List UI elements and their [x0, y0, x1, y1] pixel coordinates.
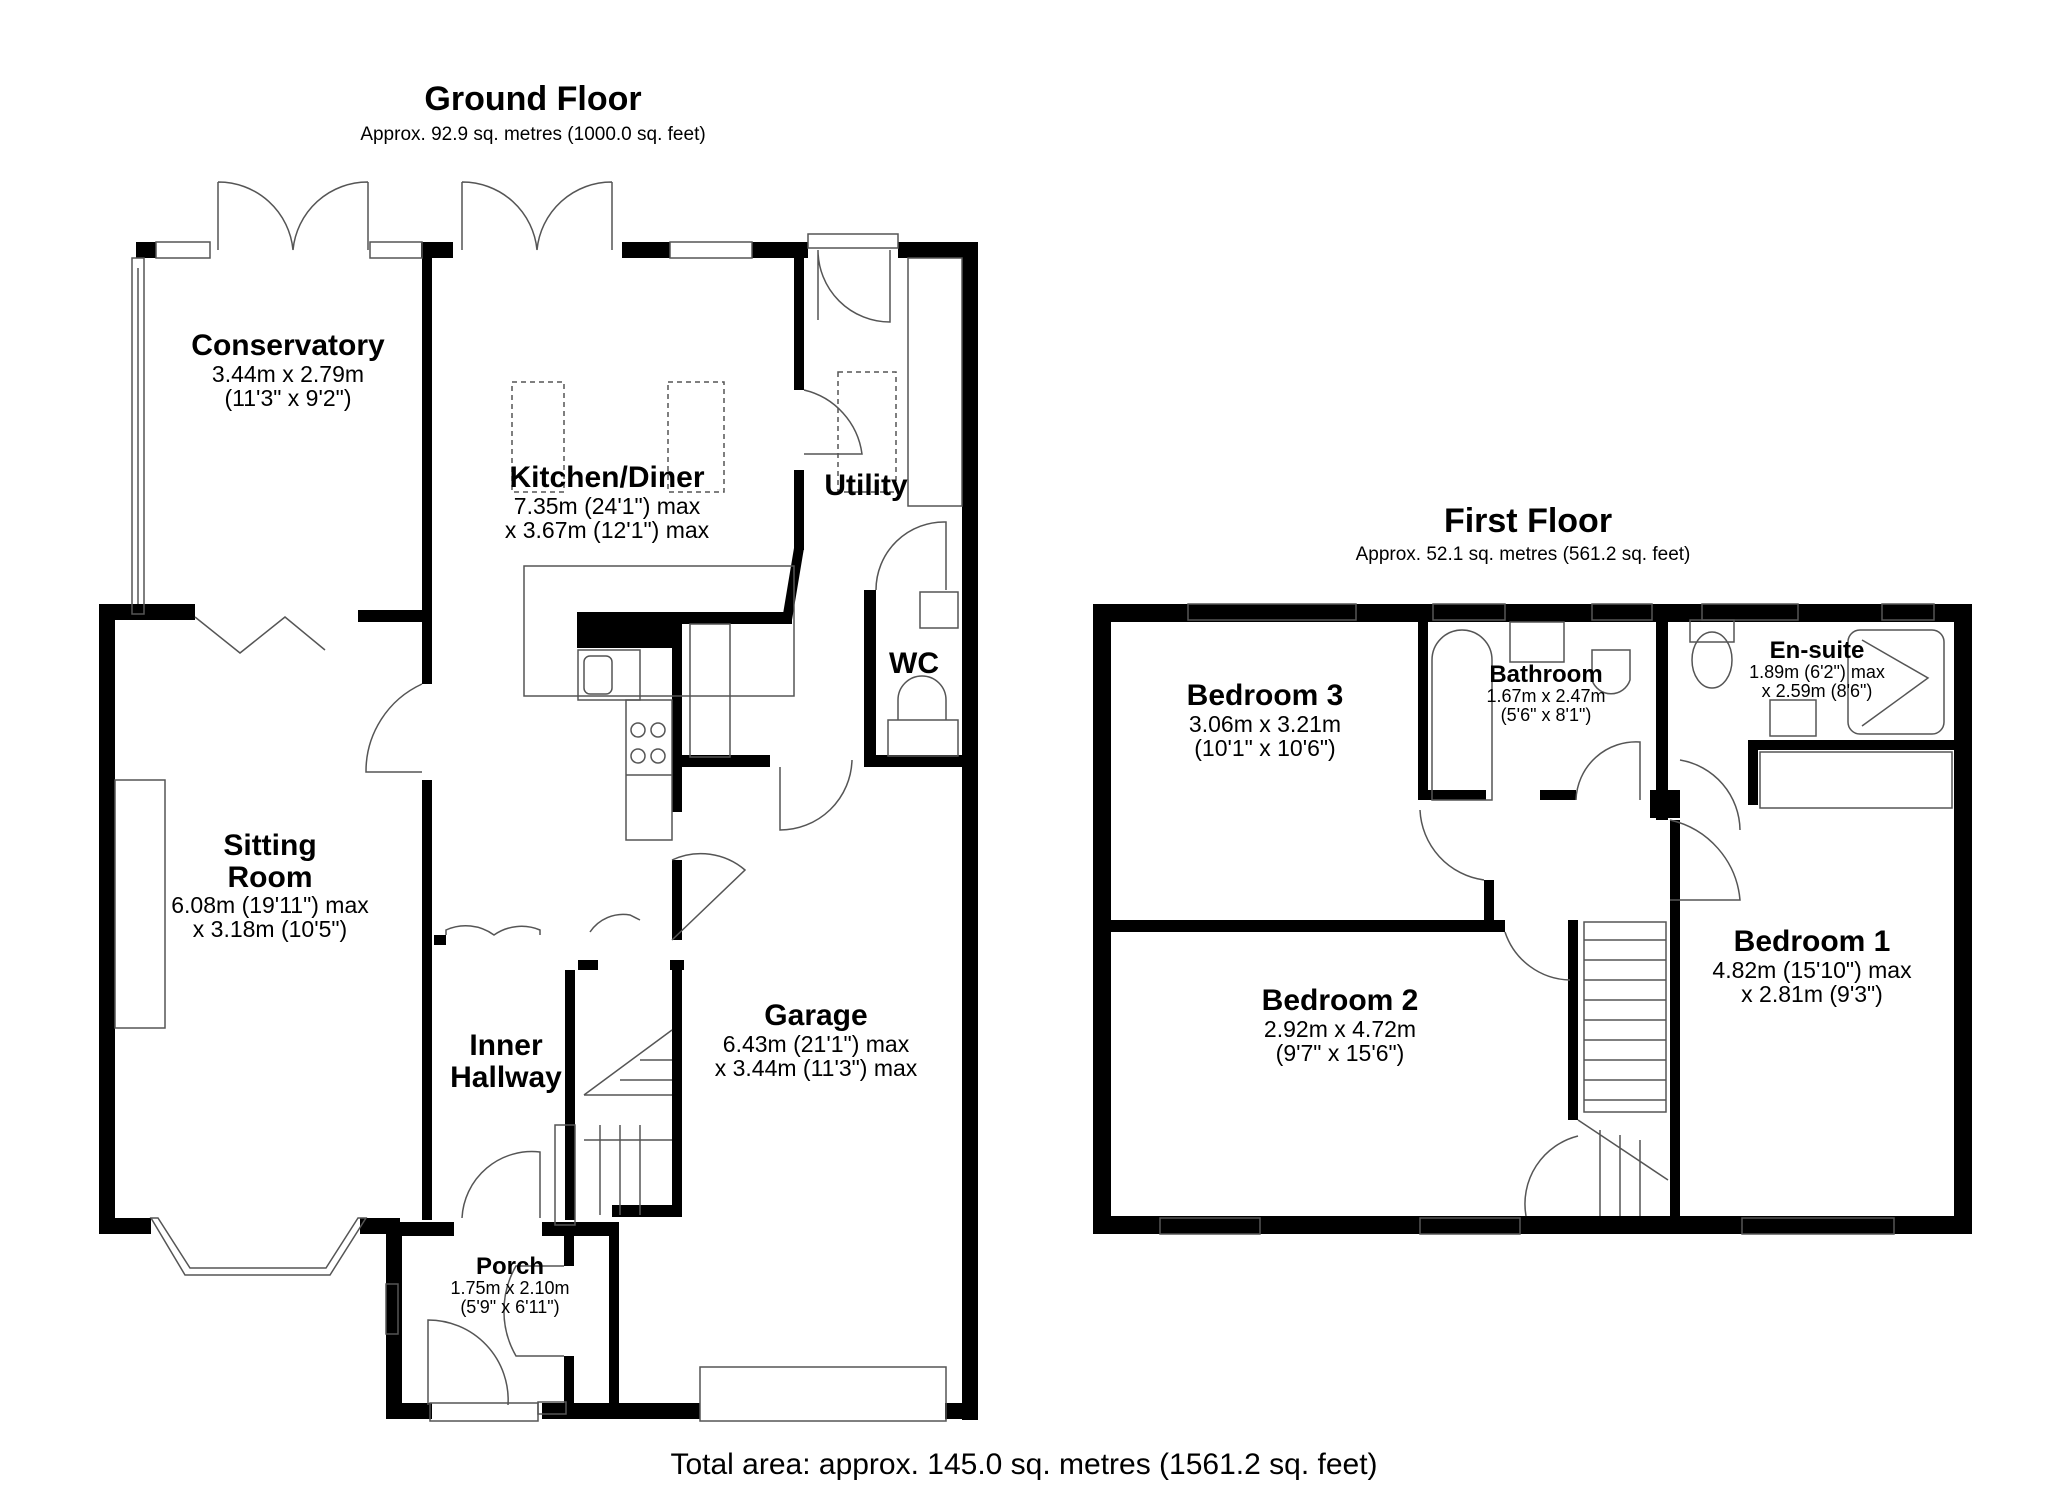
room-dimension-line1: 6.08m (19'11") max — [171, 892, 369, 918]
room-dimension-line1: 7.35m (24'1") max — [513, 492, 701, 519]
ground-floor-fixtures — [114, 181, 963, 1422]
room-bathroom: Bathroom 1.67m x 2.47m (5'6" x 8'1") — [1486, 662, 1605, 725]
room-inner-hallway: Inner Hallway — [450, 1030, 562, 1093]
room-dimension-line2: x 3.18m (10'5") — [192, 916, 348, 943]
room-bedroom-3: Bedroom 3 3.06m x 3.21m (10'1" x 10'6") — [1187, 680, 1344, 760]
room-name: WC — [889, 647, 939, 680]
room-en-suite: En-suite 1.89m (6'2") max x 2.59m (8'6") — [1749, 638, 1885, 701]
room-bedroom-2: Bedroom 2 2.92m x 4.72m (9'7" x 15'6") — [1262, 985, 1419, 1065]
room-dimension-metric: 3.44m x 2.79m — [211, 360, 365, 387]
room-dimension-line2: x 3.44m (11'3") max — [714, 1054, 918, 1081]
room-kitchen-diner: Kitchen/Diner 7.35m (24'1") max x 3.67m … — [505, 462, 709, 542]
room-name-line2: Room — [227, 860, 313, 894]
room-utility: Utility — [824, 470, 907, 502]
first-floor-title: First Floor — [1443, 502, 1613, 540]
room-dimension-imperial: (5'9" x 6'11") — [460, 1297, 560, 1318]
room-dimension-line2: x 2.59m (8'6") — [1761, 681, 1873, 702]
room-name: Utility — [824, 469, 908, 502]
room-name: Sitting — [223, 829, 317, 862]
room-dimension-imperial: (10'1" x 10'6") — [1194, 734, 1336, 761]
room-name: Conservatory — [191, 329, 385, 362]
room-name: Bedroom 1 — [1733, 925, 1891, 958]
room-name: Bedroom 3 — [1186, 679, 1344, 712]
room-name-line2: Hallway — [450, 1060, 562, 1094]
room-dimension-imperial: (9'7" x 15'6") — [1275, 1039, 1405, 1066]
room-dimension-metric: 1.75m x 2.10m — [450, 1278, 570, 1299]
room-porch: Porch 1.75m x 2.10m (5'9" x 6'11") — [450, 1254, 569, 1317]
first-floor-area: Approx. 52.1 sq. metres (561.2 sq. feet) — [1355, 544, 1691, 565]
room-name: En-suite — [1769, 637, 1865, 664]
room-dimension-imperial: (11'3" x 9'2") — [224, 384, 352, 411]
room-dimension-line2: x 2.81m (9'3") — [1741, 980, 1883, 1007]
first-floor-fixtures — [1159, 603, 1953, 1235]
ground-floor-walls — [99, 242, 1972, 1420]
room-sitting-room: Sitting Room 6.08m (19'11") max x 3.18m … — [171, 830, 369, 941]
room-name: Inner — [469, 1029, 543, 1062]
room-name: Bathroom — [1489, 661, 1603, 688]
room-name: Bedroom 2 — [1261, 984, 1419, 1017]
room-garage: Garage 6.43m (21'1") max x 3.44m (11'3")… — [715, 1000, 918, 1080]
room-dimension-line1: 6.43m (21'1") max — [722, 1030, 910, 1057]
room-dimension-metric: 1.67m x 2.47m — [1486, 686, 1606, 707]
room-dimension-line2: x 3.67m (12'1") max — [504, 516, 710, 543]
room-dimension-metric: 3.06m x 3.21m — [1188, 710, 1342, 737]
room-name: Garage — [764, 999, 868, 1032]
room-conservatory: Conservatory 3.44m x 2.79m (11'3" x 9'2"… — [191, 330, 384, 410]
room-name: Porch — [475, 1253, 544, 1280]
ground-floor-title: Ground Floor — [424, 80, 642, 118]
room-dimension-line1: 1.89m (6'2") max — [1749, 662, 1885, 683]
room-name: Kitchen/Diner — [509, 461, 705, 494]
room-wc: WC — [889, 648, 939, 680]
room-dimension-line1: 4.82m (15'10") max — [1712, 956, 1912, 983]
room-dimension-metric: 2.92m x 4.72m — [1263, 1015, 1417, 1042]
room-bedroom-1: Bedroom 1 4.82m (15'10") max x 2.81m (9'… — [1712, 926, 1911, 1006]
ground-floor-area: Approx. 92.9 sq. metres (1000.0 sq. feet… — [360, 124, 706, 145]
room-dimension-imperial: (5'6" x 8'1") — [1500, 705, 1592, 726]
total-area: Total area: approx. 145.0 sq. metres (15… — [670, 1448, 1378, 1481]
